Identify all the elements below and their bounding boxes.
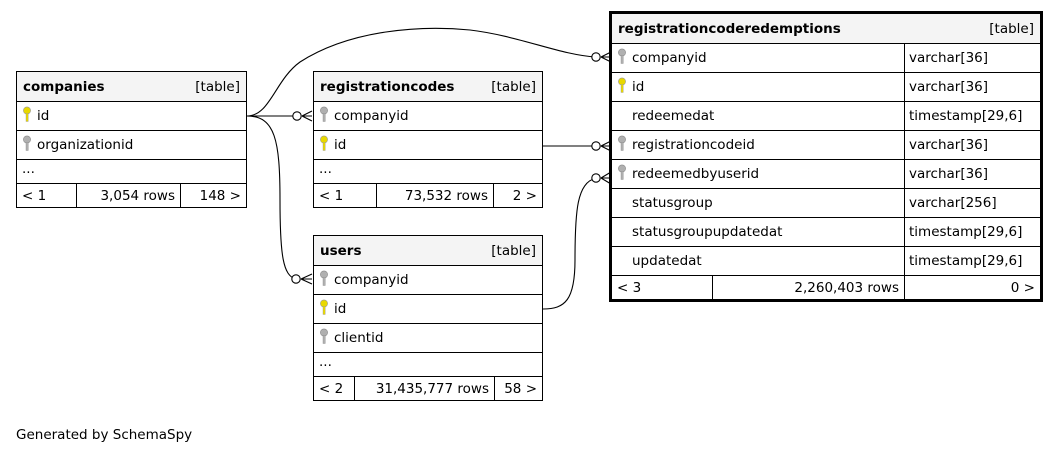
column-row: id	[17, 101, 246, 130]
more-columns: ...	[17, 159, 246, 183]
column-name: redeemedbyuserid	[632, 166, 760, 182]
column-type: varchar[36]	[904, 44, 988, 72]
column-type: varchar[256]	[904, 189, 997, 217]
column-name: updatedat	[632, 253, 702, 269]
table-kind: [table]	[195, 78, 240, 95]
table-users[interactable]: users [table] companyid id clientid ... …	[313, 235, 543, 401]
table-registrationcodes[interactable]: registrationcodes [table] companyid id .…	[313, 71, 543, 208]
row-count: 2,260,403 rows	[712, 276, 904, 299]
foreign-key-icon	[17, 135, 37, 155]
column-name: statusgroup	[632, 195, 713, 211]
column-row: redeemedat timestamp[29,6]	[612, 101, 1040, 130]
foreign-key-icon	[314, 270, 334, 290]
column-type: timestamp[29,6]	[904, 102, 1022, 130]
row-count: 3,054 rows	[76, 184, 180, 207]
column-row: statusgroupupdatedat timestamp[29,6]	[612, 217, 1040, 246]
column-name: clientid	[334, 330, 384, 346]
column-name: registrationcodeid	[632, 137, 755, 153]
column-row: id varchar[36]	[612, 72, 1040, 101]
column-name: companyid	[334, 108, 409, 124]
table-kind: [table]	[491, 78, 536, 95]
column-row: organizationid	[17, 130, 246, 159]
column-row: statusgroup varchar[256]	[612, 188, 1040, 217]
children-count: 58 >	[494, 377, 542, 400]
table-registrationcoderedemptions[interactable]: registrationcoderedemptions [table] comp…	[609, 11, 1043, 302]
parents-count: < 2	[319, 380, 344, 397]
children-count: 2 >	[493, 184, 542, 207]
table-name: registrationcoderedemptions	[618, 20, 841, 37]
column-name: companyid	[334, 272, 409, 288]
column-row: updatedat timestamp[29,6]	[612, 246, 1040, 275]
table-name: users	[320, 242, 362, 259]
generated-by-note: Generated by SchemaSpy	[16, 427, 193, 443]
table-header: registrationcoderedemptions [table]	[612, 14, 1040, 43]
column-type: timestamp[29,6]	[904, 218, 1022, 246]
column-type: varchar[36]	[904, 160, 988, 188]
column-name: id	[334, 301, 347, 317]
table-footer: < 1 3,054 rows 148 >	[17, 183, 246, 207]
table-companies[interactable]: companies [table] id organizationid ... …	[16, 71, 247, 208]
foreign-key-icon	[612, 135, 632, 155]
primary-key-icon	[314, 135, 334, 155]
edge-companies-users	[246, 115, 297, 280]
table-header: registrationcodes [table]	[314, 72, 542, 101]
foreign-key-icon	[314, 106, 334, 126]
parents-count: < 1	[319, 187, 344, 204]
column-name: id	[334, 137, 347, 153]
column-type: varchar[36]	[904, 131, 988, 159]
column-type: timestamp[29,6]	[904, 247, 1022, 275]
column-row: redeemedbyuserid varchar[36]	[612, 159, 1040, 188]
column-row: registrationcodeid varchar[36]	[612, 130, 1040, 159]
primary-key-icon	[314, 299, 334, 319]
children-count: 148 >	[180, 184, 246, 207]
edge-users-redemptions	[542, 177, 597, 310]
table-kind: [table]	[491, 242, 536, 259]
column-name: statusgroupupdatedat	[632, 224, 783, 240]
parents-count: < 1	[22, 187, 47, 204]
column-row: clientid	[314, 323, 542, 352]
column-type: varchar[36]	[904, 73, 988, 101]
column-name: id	[37, 108, 50, 124]
column-name: redeemedat	[632, 108, 715, 124]
foreign-key-icon	[612, 48, 632, 68]
children-count: 0 >	[904, 276, 1040, 299]
table-footer: < 1 73,532 rows 2 >	[314, 183, 542, 207]
foreign-key-icon	[612, 164, 632, 184]
column-row: companyid	[314, 265, 542, 294]
row-count: 73,532 rows	[376, 184, 493, 207]
column-row: companyid varchar[36]	[612, 43, 1040, 72]
column-row: id	[314, 294, 542, 323]
primary-key-icon	[612, 77, 632, 97]
foreign-key-icon	[314, 328, 334, 348]
column-name: id	[632, 79, 645, 95]
more-columns: ...	[314, 159, 542, 183]
table-name: registrationcodes	[320, 78, 455, 95]
row-count: 31,435,777 rows	[354, 377, 494, 400]
table-footer: < 2 31,435,777 rows 58 >	[314, 376, 542, 400]
column-row: companyid	[314, 101, 542, 130]
column-name: companyid	[632, 50, 707, 66]
more-columns: ...	[314, 352, 542, 376]
edge-companies-redemptions	[246, 27, 597, 117]
column-row: id	[314, 130, 542, 159]
table-footer: < 3 2,260,403 rows 0 >	[612, 275, 1040, 299]
column-name: organizationid	[37, 137, 134, 153]
table-header: users [table]	[314, 236, 542, 265]
table-header: companies [table]	[17, 72, 246, 101]
parents-count: < 3	[617, 279, 642, 296]
primary-key-icon	[17, 106, 37, 126]
table-kind: [table]	[989, 20, 1034, 37]
table-name: companies	[23, 78, 105, 95]
